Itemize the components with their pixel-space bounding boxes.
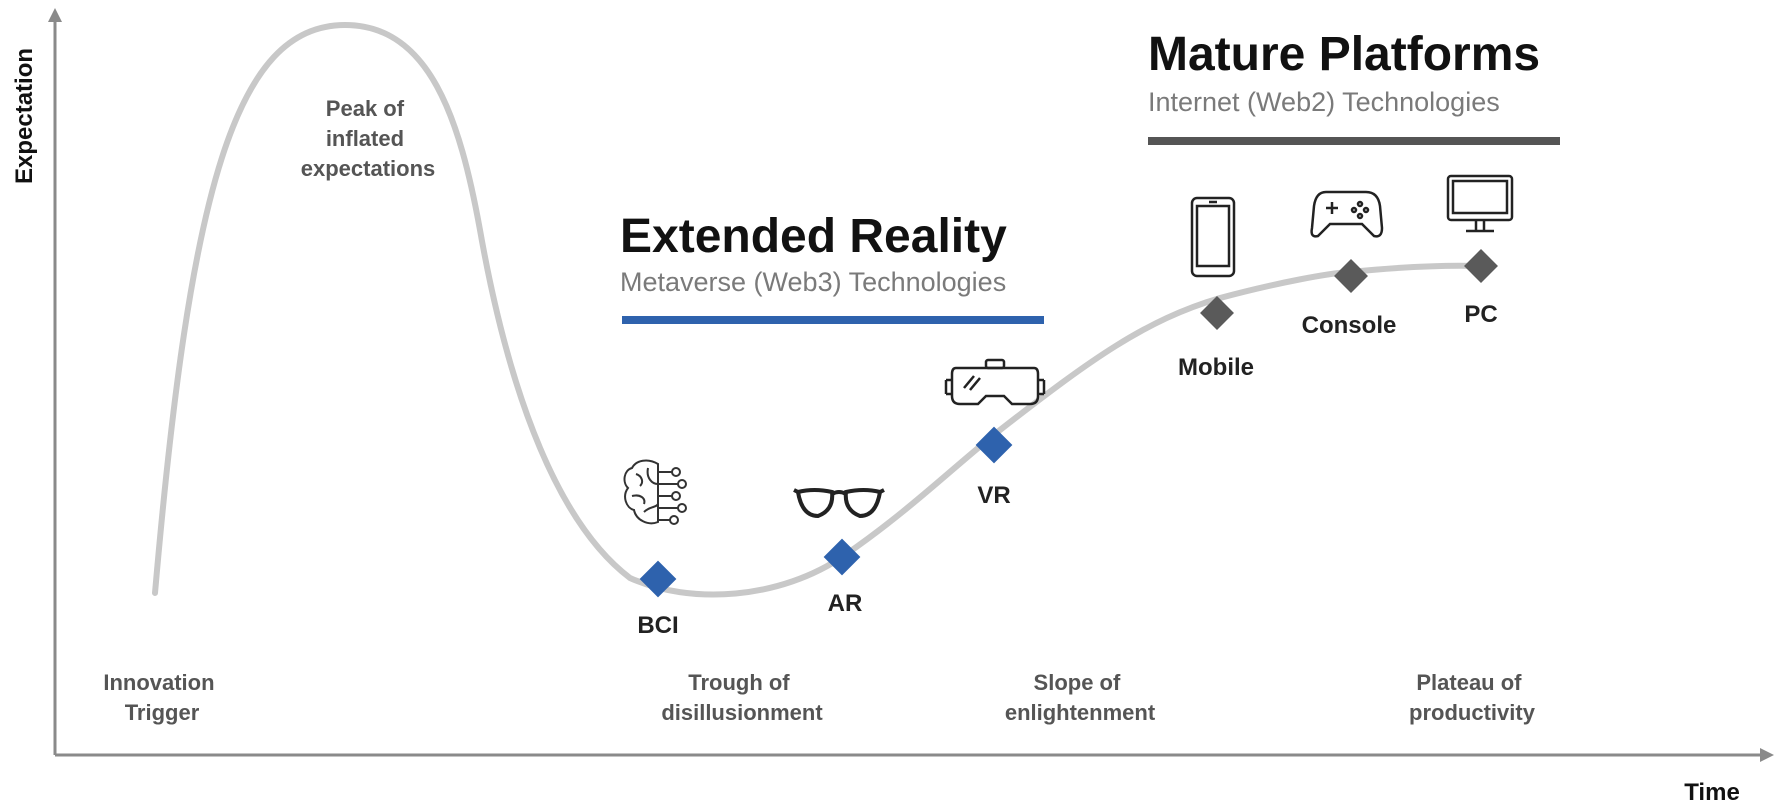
- tech-mobile: Mobile: [1178, 196, 1254, 381]
- phase-trough-line2: disillusionment: [661, 700, 823, 725]
- monitor-icon: [1446, 174, 1514, 233]
- phase-peak-line2: inflated: [326, 126, 404, 151]
- tech-console: Console: [1302, 190, 1397, 339]
- phase-plateau-line2: productivity: [1409, 700, 1536, 725]
- mature-platforms-title: Mature Platforms: [1148, 28, 1540, 81]
- extended-reality-subtitle: Metaverse (Web3) Technologies: [620, 267, 1006, 297]
- phase-trough-line1: Trough of: [688, 670, 790, 695]
- console-marker: [1334, 259, 1368, 293]
- ar-marker: [823, 538, 861, 576]
- extended-reality-title: Extended Reality: [620, 210, 1007, 263]
- phase-slope-label: Slope of enlightenment: [1005, 670, 1156, 725]
- phase-trough-label: Trough of disillusionment: [661, 670, 823, 725]
- phase-labels: Peak of inflated expectations Innovation…: [103, 96, 1535, 725]
- vr-headset-icon: [944, 358, 1046, 406]
- phase-peak-label: Peak of inflated expectations: [301, 96, 436, 181]
- brain-circuit-icon: [623, 459, 687, 525]
- axes: Expectation Time: [11, 8, 1774, 805]
- vr-label: VR: [977, 482, 1010, 509]
- y-axis-label: Expectation: [11, 48, 38, 184]
- mature-platforms-bar: [1148, 137, 1560, 145]
- phase-slope-line2: enlightenment: [1005, 700, 1156, 725]
- tech-ar: AR: [793, 488, 885, 617]
- extended-reality-group: Extended Reality Metaverse (Web3) Techno…: [620, 210, 1044, 324]
- bci-marker: [639, 560, 677, 598]
- hype-curve: [152, 21, 1481, 598]
- console-label: Console: [1302, 312, 1397, 339]
- y-axis-arrow: [48, 8, 62, 22]
- smartphone-icon: [1190, 196, 1236, 278]
- gamepad-icon: [1310, 190, 1384, 238]
- mature-platforms-subtitle: Internet (Web2) Technologies: [1148, 87, 1500, 117]
- pc-label: PC: [1464, 301, 1497, 328]
- phase-plateau-line1: Plateau of: [1416, 670, 1522, 695]
- phase-innovation-line1: Innovation: [103, 670, 214, 695]
- phase-innovation-line2: Trigger: [125, 700, 200, 725]
- phase-peak-line3: expectations: [301, 156, 436, 181]
- phase-plateau-label: Plateau of productivity: [1409, 670, 1536, 725]
- x-axis-label: Time: [1684, 779, 1740, 805]
- vr-marker: [975, 426, 1013, 464]
- ar-label: AR: [828, 590, 863, 617]
- mature-platforms-group: Mature Platforms Internet (Web2) Technol…: [1148, 28, 1560, 145]
- phase-slope-line1: Slope of: [1034, 670, 1121, 695]
- extended-reality-bar: [622, 316, 1044, 324]
- pc-marker: [1464, 249, 1498, 283]
- tech-vr: VR: [944, 358, 1046, 509]
- tech-bci: BCI: [623, 459, 687, 639]
- phase-peak-line1: Peak of: [326, 96, 405, 121]
- bci-label: BCI: [637, 612, 678, 639]
- phase-innovation-label: Innovation Trigger: [103, 670, 220, 725]
- glasses-icon: [793, 488, 885, 519]
- tech-pc: PC: [1446, 174, 1514, 328]
- x-axis-arrow: [1760, 748, 1774, 762]
- mobile-label: Mobile: [1178, 354, 1254, 381]
- mobile-marker: [1200, 296, 1234, 330]
